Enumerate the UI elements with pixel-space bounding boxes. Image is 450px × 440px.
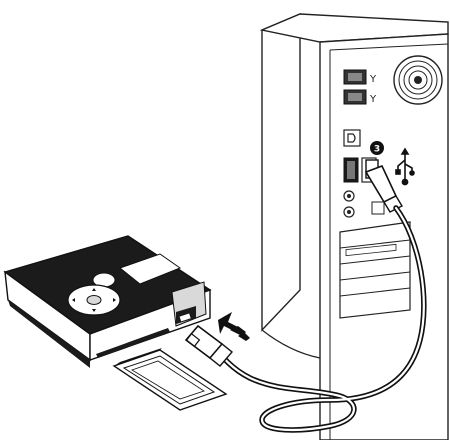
portable-device: [5, 236, 210, 368]
step-number: 3: [374, 145, 380, 155]
fan-icon: [394, 56, 442, 104]
computer-tower: Y Y: [262, 14, 448, 440]
expansion-slots: [340, 222, 410, 318]
svg-text:Y: Y: [369, 94, 377, 105]
triple-chevron-arrow-icon: [218, 312, 250, 341]
usb-connector-device: [186, 326, 232, 366]
svg-text:Y: Y: [369, 74, 377, 85]
step-marker: 3: [370, 141, 384, 155]
serial-port-icon: [344, 130, 360, 146]
center-button: [87, 296, 101, 305]
port-cover: [372, 202, 384, 214]
